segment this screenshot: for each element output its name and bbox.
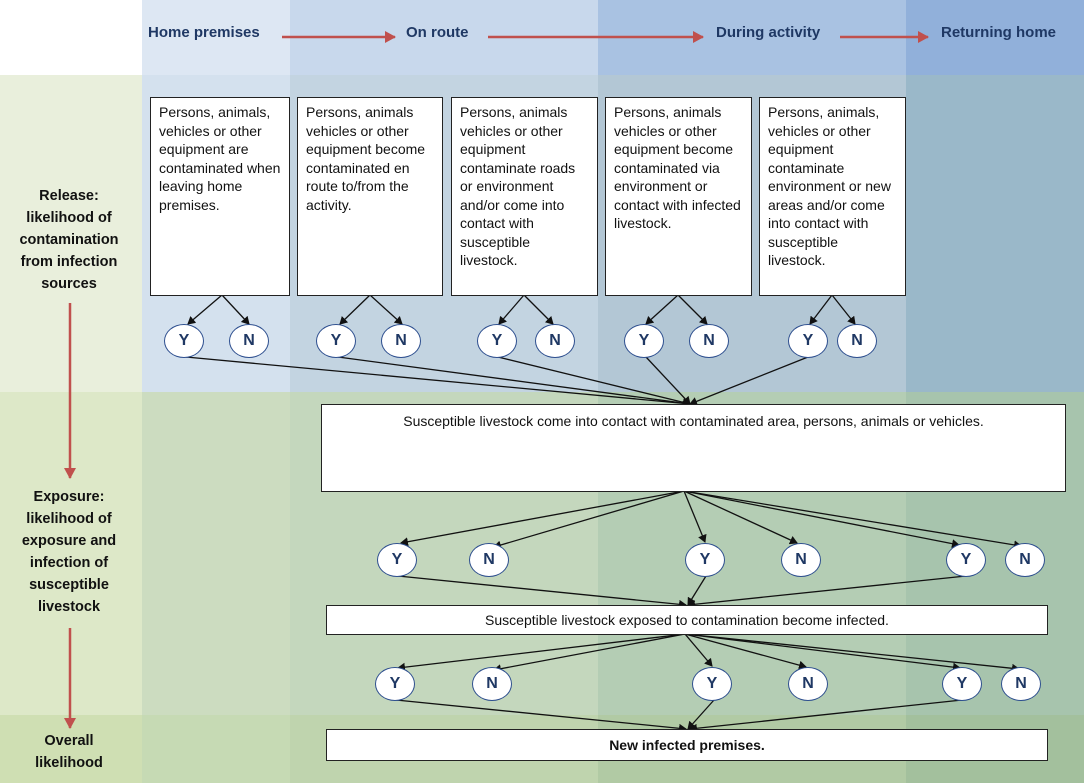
phase-home-premises: Home premises (148, 24, 260, 41)
infection-yes-node: Y (375, 667, 415, 701)
phase-returning-home: Returning home (941, 24, 1056, 41)
exposure-yes-node: Y (377, 543, 417, 577)
release-yes-node: Y (164, 324, 204, 358)
header-band-return (906, 0, 1084, 75)
exposure-no-node: N (1005, 543, 1045, 577)
release-no-node: N (229, 324, 269, 358)
row-label-release: Release: likelihood of contamination fro… (19, 188, 119, 292)
release-event-box-3: Persons, animals vehicles or other equip… (451, 97, 598, 296)
release-band-return (906, 75, 1084, 392)
exposure-band-home (142, 392, 290, 715)
release-event-box-4: Persons, animals vehicles or other equip… (605, 97, 752, 296)
infection-yes-node: Y (942, 667, 982, 701)
infection-no-node: N (472, 667, 512, 701)
release-no-node: N (689, 324, 729, 358)
contact-event-box: Susceptible livestock come into contact … (321, 404, 1066, 492)
row-label-overall: Overall likelihood (35, 733, 103, 771)
release-yes-node: Y (788, 324, 828, 358)
row-label-exposure: Exposure: likelihood of exposure and inf… (21, 489, 117, 615)
exposure-yes-node: Y (946, 543, 986, 577)
release-yes-node: Y (624, 324, 664, 358)
release-yes-node: Y (477, 324, 517, 358)
release-no-node: N (535, 324, 575, 358)
phase-during-activity: During activity (716, 24, 821, 41)
release-event-box-5: Persons, animals, vehicles or other equi… (759, 97, 906, 296)
release-yes-node: Y (316, 324, 356, 358)
release-no-node: N (381, 324, 421, 358)
release-event-box-1: Persons, animals, vehicles or other equi… (150, 97, 290, 296)
infection-event-box: Susceptible livestock exposed to contami… (326, 605, 1048, 635)
infection-yes-node: Y (692, 667, 732, 701)
outcome-box: New infected premises. (326, 729, 1048, 761)
phase-on-route: On route (406, 24, 469, 41)
header-band-home (142, 0, 290, 75)
exposure-no-node: N (469, 543, 509, 577)
exposure-no-node: N (781, 543, 821, 577)
release-no-node: N (837, 324, 877, 358)
infection-no-node: N (788, 667, 828, 701)
exposure-yes-node: Y (685, 543, 725, 577)
overall-band-home (142, 715, 290, 783)
infection-no-node: N (1001, 667, 1041, 701)
release-event-box-2: Persons, animals vehicles or other equip… (297, 97, 443, 296)
